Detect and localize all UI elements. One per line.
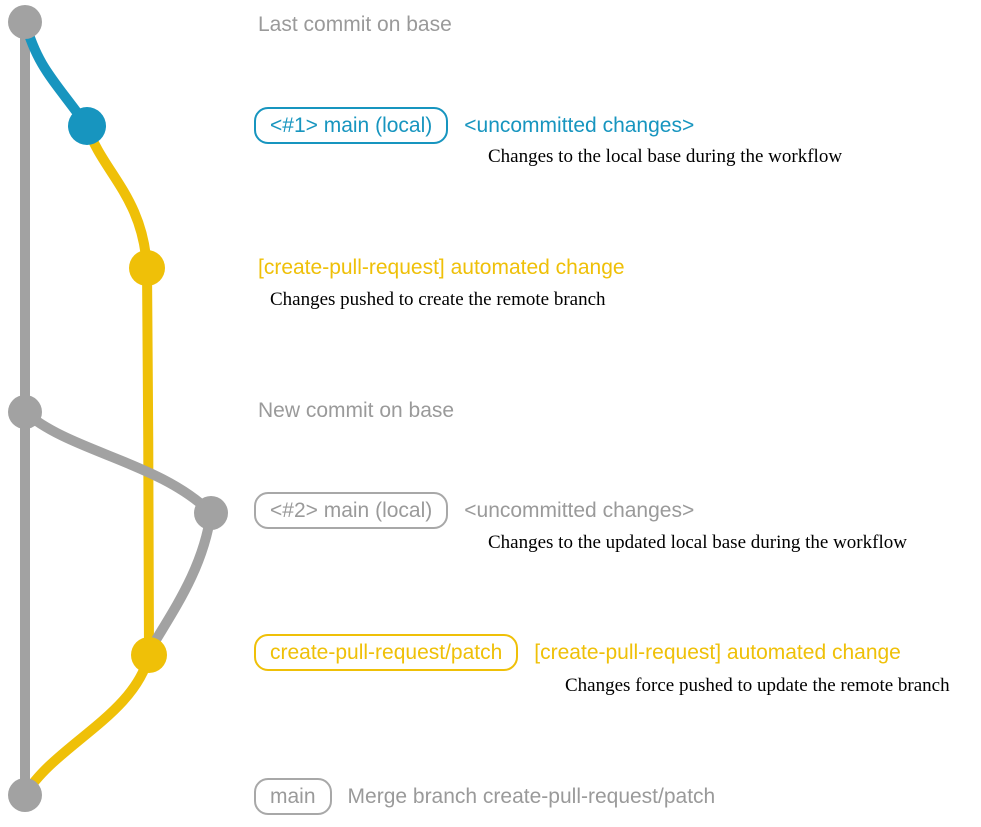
- pull-request-branch-vertical: [142, 263, 154, 660]
- commit-dot-local-main-2: [194, 496, 228, 530]
- commit4-description: Changes force pushed to update the remot…: [565, 675, 950, 696]
- updated-local-main-curve-2: [145, 508, 216, 655]
- commit1-row: <#1> main (local) <uncommitted changes>: [254, 107, 694, 144]
- commit4-label: [create-pull-request] automated change: [534, 640, 901, 664]
- last-commit-label: Last commit on base: [258, 13, 452, 36]
- pull-request-branch-curve-1: [82, 121, 152, 273]
- commit2-description: Changes pushed to create the remote bran…: [270, 289, 606, 310]
- commit-dot-automated-change-1: [129, 250, 165, 286]
- commit-dot-new-base: [8, 395, 42, 429]
- commit1-branch-badge: <#1> main (local): [254, 107, 449, 144]
- commit3-description: Changes to the updated local base during…: [488, 532, 907, 553]
- commit1-status: <uncommitted changes>: [464, 113, 695, 137]
- commit4-branch-badge: create-pull-request/patch: [254, 634, 519, 671]
- merge-label: Merge branch create-pull-request/patch: [347, 784, 716, 808]
- commit-dot-automated-change-2: [131, 637, 167, 673]
- commit3-status: <uncommitted changes>: [464, 498, 695, 522]
- pull-request-merge-curve: [20, 650, 154, 800]
- updated-local-main-curve-1: [20, 407, 216, 518]
- merge-row: main Merge branch create-pull-request/pa…: [254, 778, 715, 815]
- commit-dot-local-main-1: [68, 107, 106, 145]
- commit3-row: <#2> main (local) <uncommitted changes>: [254, 492, 694, 529]
- commit-dot-merge: [8, 778, 42, 812]
- new-commit-label: New commit on base: [258, 399, 455, 422]
- merge-branch-badge: main: [254, 778, 332, 815]
- commit1-description: Changes to the local base during the wor…: [488, 146, 843, 167]
- commit-dot-last-base: [8, 5, 42, 39]
- commit2-label: [create-pull-request] automated change: [258, 256, 625, 279]
- commit4-row: create-pull-request/patch [create-pull-r…: [254, 634, 901, 671]
- commit3-branch-badge: <#2> main (local): [254, 492, 449, 529]
